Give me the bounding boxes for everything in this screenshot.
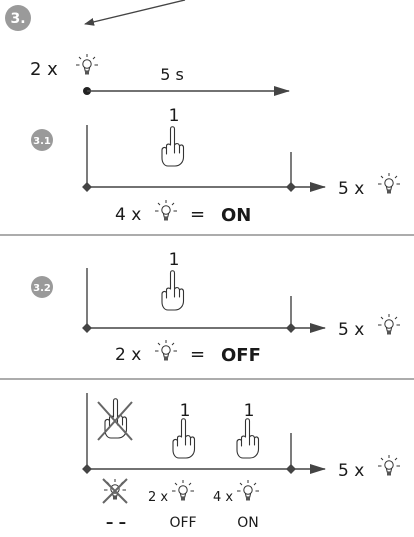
timeline-start-marker: [82, 182, 92, 192]
end-count: 5 x: [338, 461, 364, 481]
intro-count: 2 x: [30, 59, 58, 80]
step-badge-label: 3.: [10, 11, 25, 27]
section-3-1: 3.1 1 5 x 4 x = ON: [31, 106, 401, 226]
crossed-hand-icon: [97, 398, 133, 441]
blink-count: 4 x: [115, 205, 141, 225]
section-badge-label: 3.1: [33, 136, 51, 147]
pressing-finger-icon: [236, 418, 260, 459]
count-off: 2 x: [148, 490, 168, 505]
press-count: 1: [169, 106, 180, 126]
light-bulb-icon: [154, 339, 178, 361]
press-count: 1: [180, 401, 191, 421]
section-badge-label: 3.2: [33, 283, 51, 294]
label-off: OFF: [169, 515, 196, 531]
timeline-start-marker: [82, 464, 92, 474]
light-bulb-icon: [171, 479, 195, 501]
light-bulb-icon: [236, 479, 260, 501]
equals-sign: =: [190, 344, 205, 365]
duration-label: 5 s: [160, 65, 184, 84]
step-badge: 3.: [5, 5, 31, 31]
timeline-end-marker: [286, 323, 296, 333]
count-on: 4 x: [213, 490, 233, 505]
light-bulb-icon: [377, 313, 401, 335]
equals-sign: =: [190, 204, 205, 225]
light-bulb-icon: [377, 454, 401, 476]
light-bulb-icon: [75, 53, 99, 75]
section-badge-3-1: 3.1: [31, 129, 53, 151]
blink-count: 2 x: [115, 345, 141, 365]
result-off: OFF: [221, 345, 261, 366]
section-3-2: 3.2 1 5 x 2 x = OFF: [31, 250, 401, 366]
timeline-start-marker: [82, 323, 92, 333]
result-on: ON: [221, 205, 251, 226]
crossed-bulb-icon: [102, 478, 128, 504]
end-count: 5 x: [338, 179, 364, 199]
pressing-finger-icon: [172, 418, 196, 459]
light-bulb-icon: [377, 172, 401, 194]
press-count: 1: [169, 250, 180, 270]
section-badge-3-2: 3.2: [31, 276, 53, 298]
pressing-finger-icon: [161, 126, 185, 167]
pressing-finger-icon: [161, 270, 185, 311]
section-summary: 1 1 5 x – – 2 x OFF 4 x ON: [82, 393, 401, 531]
label-none: – –: [106, 513, 126, 531]
timeline-end-marker: [286, 182, 296, 192]
timeline-end-marker: [286, 464, 296, 474]
light-bulb-icon: [154, 199, 178, 221]
pointer-arrow-icon: [84, 0, 186, 26]
end-count: 5 x: [338, 320, 364, 340]
press-count: 1: [244, 401, 255, 421]
label-on: ON: [237, 515, 259, 531]
